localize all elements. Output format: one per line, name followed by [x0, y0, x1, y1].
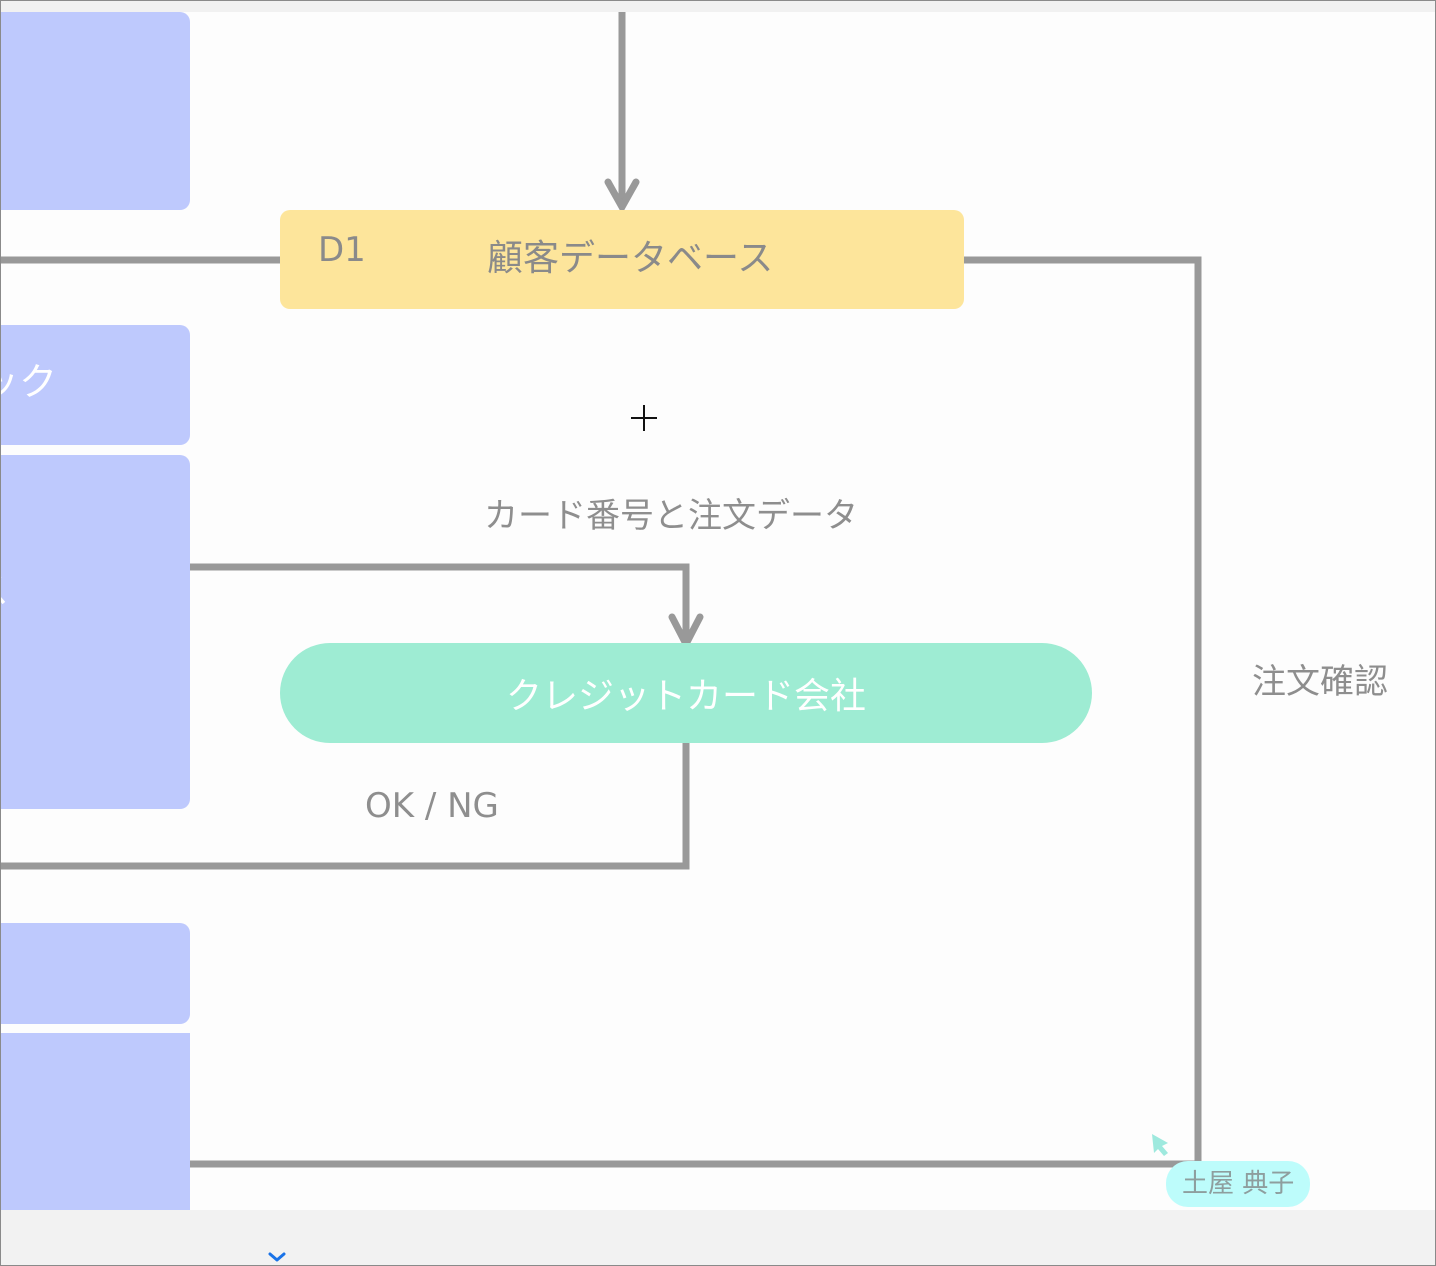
data-store-name: 顧客データベース [487, 238, 774, 279]
lane-3[interactable]: ス [1, 455, 190, 809]
external-entity-label: クレジットカード会社 [505, 676, 866, 717]
connectors-layer [1, 12, 1202, 1168]
lane-4[interactable] [1, 923, 190, 1024]
flow-line-order-confirm [189, 256, 1202, 1168]
external-entity-credit-card-company[interactable]: クレジットカード会社 [280, 643, 1092, 743]
lane-5[interactable] [1, 1033, 190, 1210]
data-store-id: D1 [318, 230, 366, 270]
lane-label: ック [1, 360, 58, 404]
top-strip [1, 1, 1435, 12]
crosshair-cursor-icon [631, 405, 657, 431]
flow-line-card-data [189, 563, 690, 640]
flow-label-order-confirm: 注文確認 [1252, 662, 1388, 702]
chevron-down-icon[interactable] [265, 1250, 305, 1266]
data-store-customer-db[interactable]: D1 顧客データベース [280, 210, 964, 309]
flow-line-ok-ng [1, 742, 690, 870]
diagram-canvas[interactable]: ック ス D1 顧客データベース カード番号と注文データ OK / NG 注文確… [1, 12, 1435, 1210]
flow-label-card-data: カード番号と注文データ [484, 496, 858, 536]
arrowhead-top [604, 178, 640, 215]
collaborator-name-tag: 土屋 典子 [1166, 1161, 1311, 1207]
collaborator-pointer-icon [1152, 1134, 1168, 1156]
lane-label: ス [1, 559, 9, 614]
flow-label-ok-ng: OK / NG [365, 786, 499, 826]
lane-2[interactable]: ック [1, 325, 190, 445]
lane-1[interactable] [1, 12, 190, 210]
bottom-bar [1, 1210, 1435, 1265]
